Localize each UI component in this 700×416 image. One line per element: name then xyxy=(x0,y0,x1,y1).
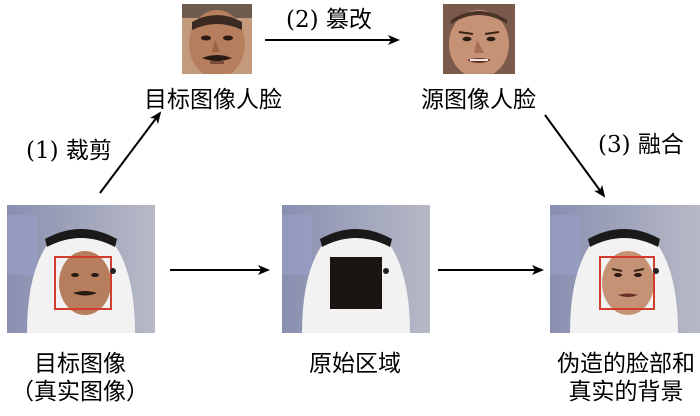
step-tamper-label: (2) 篡改 xyxy=(286,7,372,33)
arrow-fuse xyxy=(544,114,606,198)
target-image-label-line1: 目标图像 xyxy=(34,351,126,377)
forged-label: 伪造的脸部和 真实的背景 xyxy=(557,350,695,406)
target-face-label: 目标图像人脸 xyxy=(144,87,282,113)
step-fuse-label: (3) 融合 xyxy=(598,132,684,158)
arrow-crop xyxy=(99,111,162,194)
source-face-label: 源图像人脸 xyxy=(421,87,536,113)
target-image-real xyxy=(7,205,155,333)
step-crop-label: (1) 裁剪 xyxy=(26,138,112,164)
original-region-image xyxy=(282,205,430,333)
source-face-image xyxy=(443,4,515,74)
original-region-label: 原始区域 xyxy=(309,351,401,377)
target-image-label-line2: （真实图像） xyxy=(11,379,149,405)
forged-label-line2: 真实的背景 xyxy=(568,379,684,405)
target-face-crop-image xyxy=(182,4,252,74)
forged-face-image xyxy=(550,205,700,333)
forged-label-line1: 伪造的脸部和 xyxy=(557,351,695,377)
target-image-label: 目标图像 （真实图像） xyxy=(11,350,149,406)
